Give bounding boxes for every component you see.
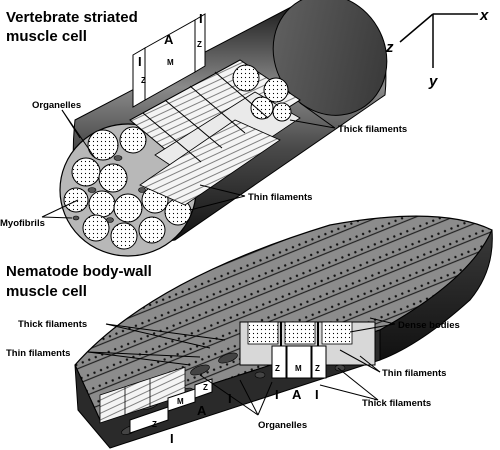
vert-label-organelles: Organelles <box>32 100 81 111</box>
nem-bottom-band-Z-bottom: Z <box>152 420 157 429</box>
nematode-title-line1: Nematode body-wall <box>6 263 152 280</box>
axis-z-label: z <box>385 39 394 56</box>
myofibril-cross-sections <box>63 126 192 250</box>
nem-label-thin-filaments-right: Thin filaments <box>382 368 446 379</box>
vertebrate-title-line2: muscle cell <box>6 28 87 45</box>
nem-front-band-Z-left: Z <box>275 364 280 373</box>
nematode-side-surface <box>379 229 493 361</box>
vert-band-Z-right: Z <box>197 40 202 49</box>
nematode-cell <box>74 215 493 449</box>
axes-indicator <box>399 13 478 68</box>
vert-band-I-right: I <box>199 11 203 26</box>
vert-label-thick-filaments: Thick filaments <box>338 124 407 135</box>
nematode-lower-cutaway <box>99 366 186 424</box>
nematode-leader-lines <box>87 317 396 416</box>
nem-front-band-M: M <box>295 364 302 373</box>
nem-label-thick-filaments-left: Thick filaments <box>18 319 87 330</box>
nem-label-organelles: Organelles <box>258 420 307 431</box>
nem-front-band-I-right: I <box>315 387 319 402</box>
nem-front-band-I-left: I <box>275 387 279 402</box>
vert-band-M: M <box>167 58 174 67</box>
vertebrate-sarcomere-boxes <box>132 13 206 108</box>
nem-bottom-band-A: A <box>197 403 207 418</box>
vert-band-A: A <box>164 32 174 47</box>
nem-front-band-Z-right: Z <box>315 364 320 373</box>
nematode-bottom-band-boxes <box>129 378 213 434</box>
vertebrate-cutaway <box>129 59 301 206</box>
vertebrate-title-line1: Vertebrate striated <box>6 9 138 26</box>
axis-y-label: y <box>428 73 438 90</box>
vertebrate-leader-lines <box>41 102 336 219</box>
vert-band-Z-left: Z <box>141 76 146 85</box>
nematode-title-line2: muscle cell <box>6 283 87 300</box>
nem-label-thick-filaments-right: Thick filaments <box>362 398 431 409</box>
nem-bottom-band-I-right: I <box>228 391 232 406</box>
nematode-front-band-boxes <box>271 345 327 379</box>
nem-bottom-band-Z-top: Z <box>203 383 208 392</box>
nem-bottom-band-I-bottom: I <box>170 431 174 446</box>
vert-label-myofibrils: Myofibrils <box>0 218 45 229</box>
nem-label-dense-bodies: Dense bodies <box>398 320 460 331</box>
vert-label-thin-filaments: Thin filaments <box>248 192 312 203</box>
nem-label-thin-filaments-left: Thin filaments <box>6 348 70 359</box>
vert-band-I-left: I <box>138 54 142 69</box>
nem-front-band-A: A <box>292 387 302 402</box>
nem-bottom-band-M: M <box>177 397 184 406</box>
axis-x-label: x <box>479 7 489 24</box>
